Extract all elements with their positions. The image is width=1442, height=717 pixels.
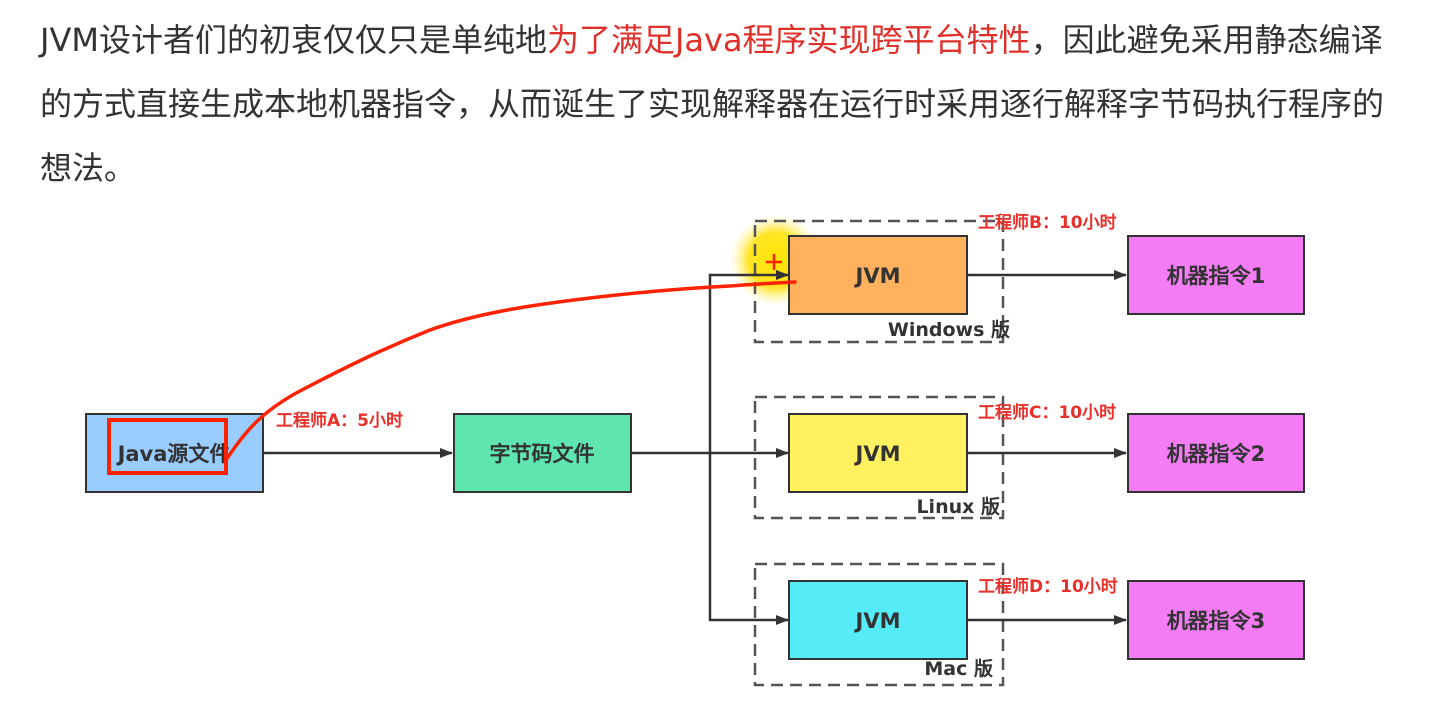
jvm-mac-label: JVM [854,609,901,633]
jvm-mac-box [788,580,968,660]
jvm-linux-box [788,413,968,493]
intro-paragraph: JVM设计者们的初衷仅仅只是单纯地为了满足Java程序实现跨平台特性，因此避免采… [40,8,1400,200]
intro-text-part2: ，因此避免采用静态编译的方式直接生成本地机器指令，从而诞生了实现解释器在运行时采… [40,21,1385,187]
mac-group-border [753,562,1005,687]
machine-code-2-box [1127,413,1305,493]
bytecode-label: 字节码文件 [490,442,595,466]
bytecode-box [453,413,632,493]
windows-version-label: Windows 版 [888,318,1010,341]
bytecode-to-mac-arrow [708,453,789,625]
linux-version-label: Linux 版 [916,495,1000,518]
java-source-label: Java源文件 [116,442,231,466]
engineer-c-label: 工程师C：10小时 [978,402,1116,423]
windows-group-border [753,219,1005,344]
machine-code-1-label: 机器指令1 [1167,264,1266,288]
jvm-linux-label: JVM [854,442,901,466]
intro-text-part1: JVM设计者们的初衷仅仅只是单纯地 [40,21,547,59]
machine-code-2-label: 机器指令2 [1167,442,1266,466]
engineer-b-label: 工程师B：10小时 [978,212,1117,233]
annotation-curve [224,280,797,462]
machine-code-1-box [1127,235,1305,315]
source-highlight-box [107,418,228,475]
java-source-box [85,413,264,493]
intro-highlight: 为了满足Java程序实现跨平台特性 [546,21,1031,59]
mac-version-label: Mac 版 [924,657,993,680]
jvm-windows-label: JVM [854,264,901,288]
jvm-windows-box [788,235,968,315]
bytecode-to-windows-arrow [708,270,789,453]
linux-group-border [753,395,1005,520]
engineer-a-label: 工程师A：5小时 [276,410,403,431]
machine-code-3-label: 机器指令3 [1167,609,1266,633]
engineer-d-label: 工程师D：10小时 [978,576,1118,597]
machine-code-3-box [1127,580,1305,660]
